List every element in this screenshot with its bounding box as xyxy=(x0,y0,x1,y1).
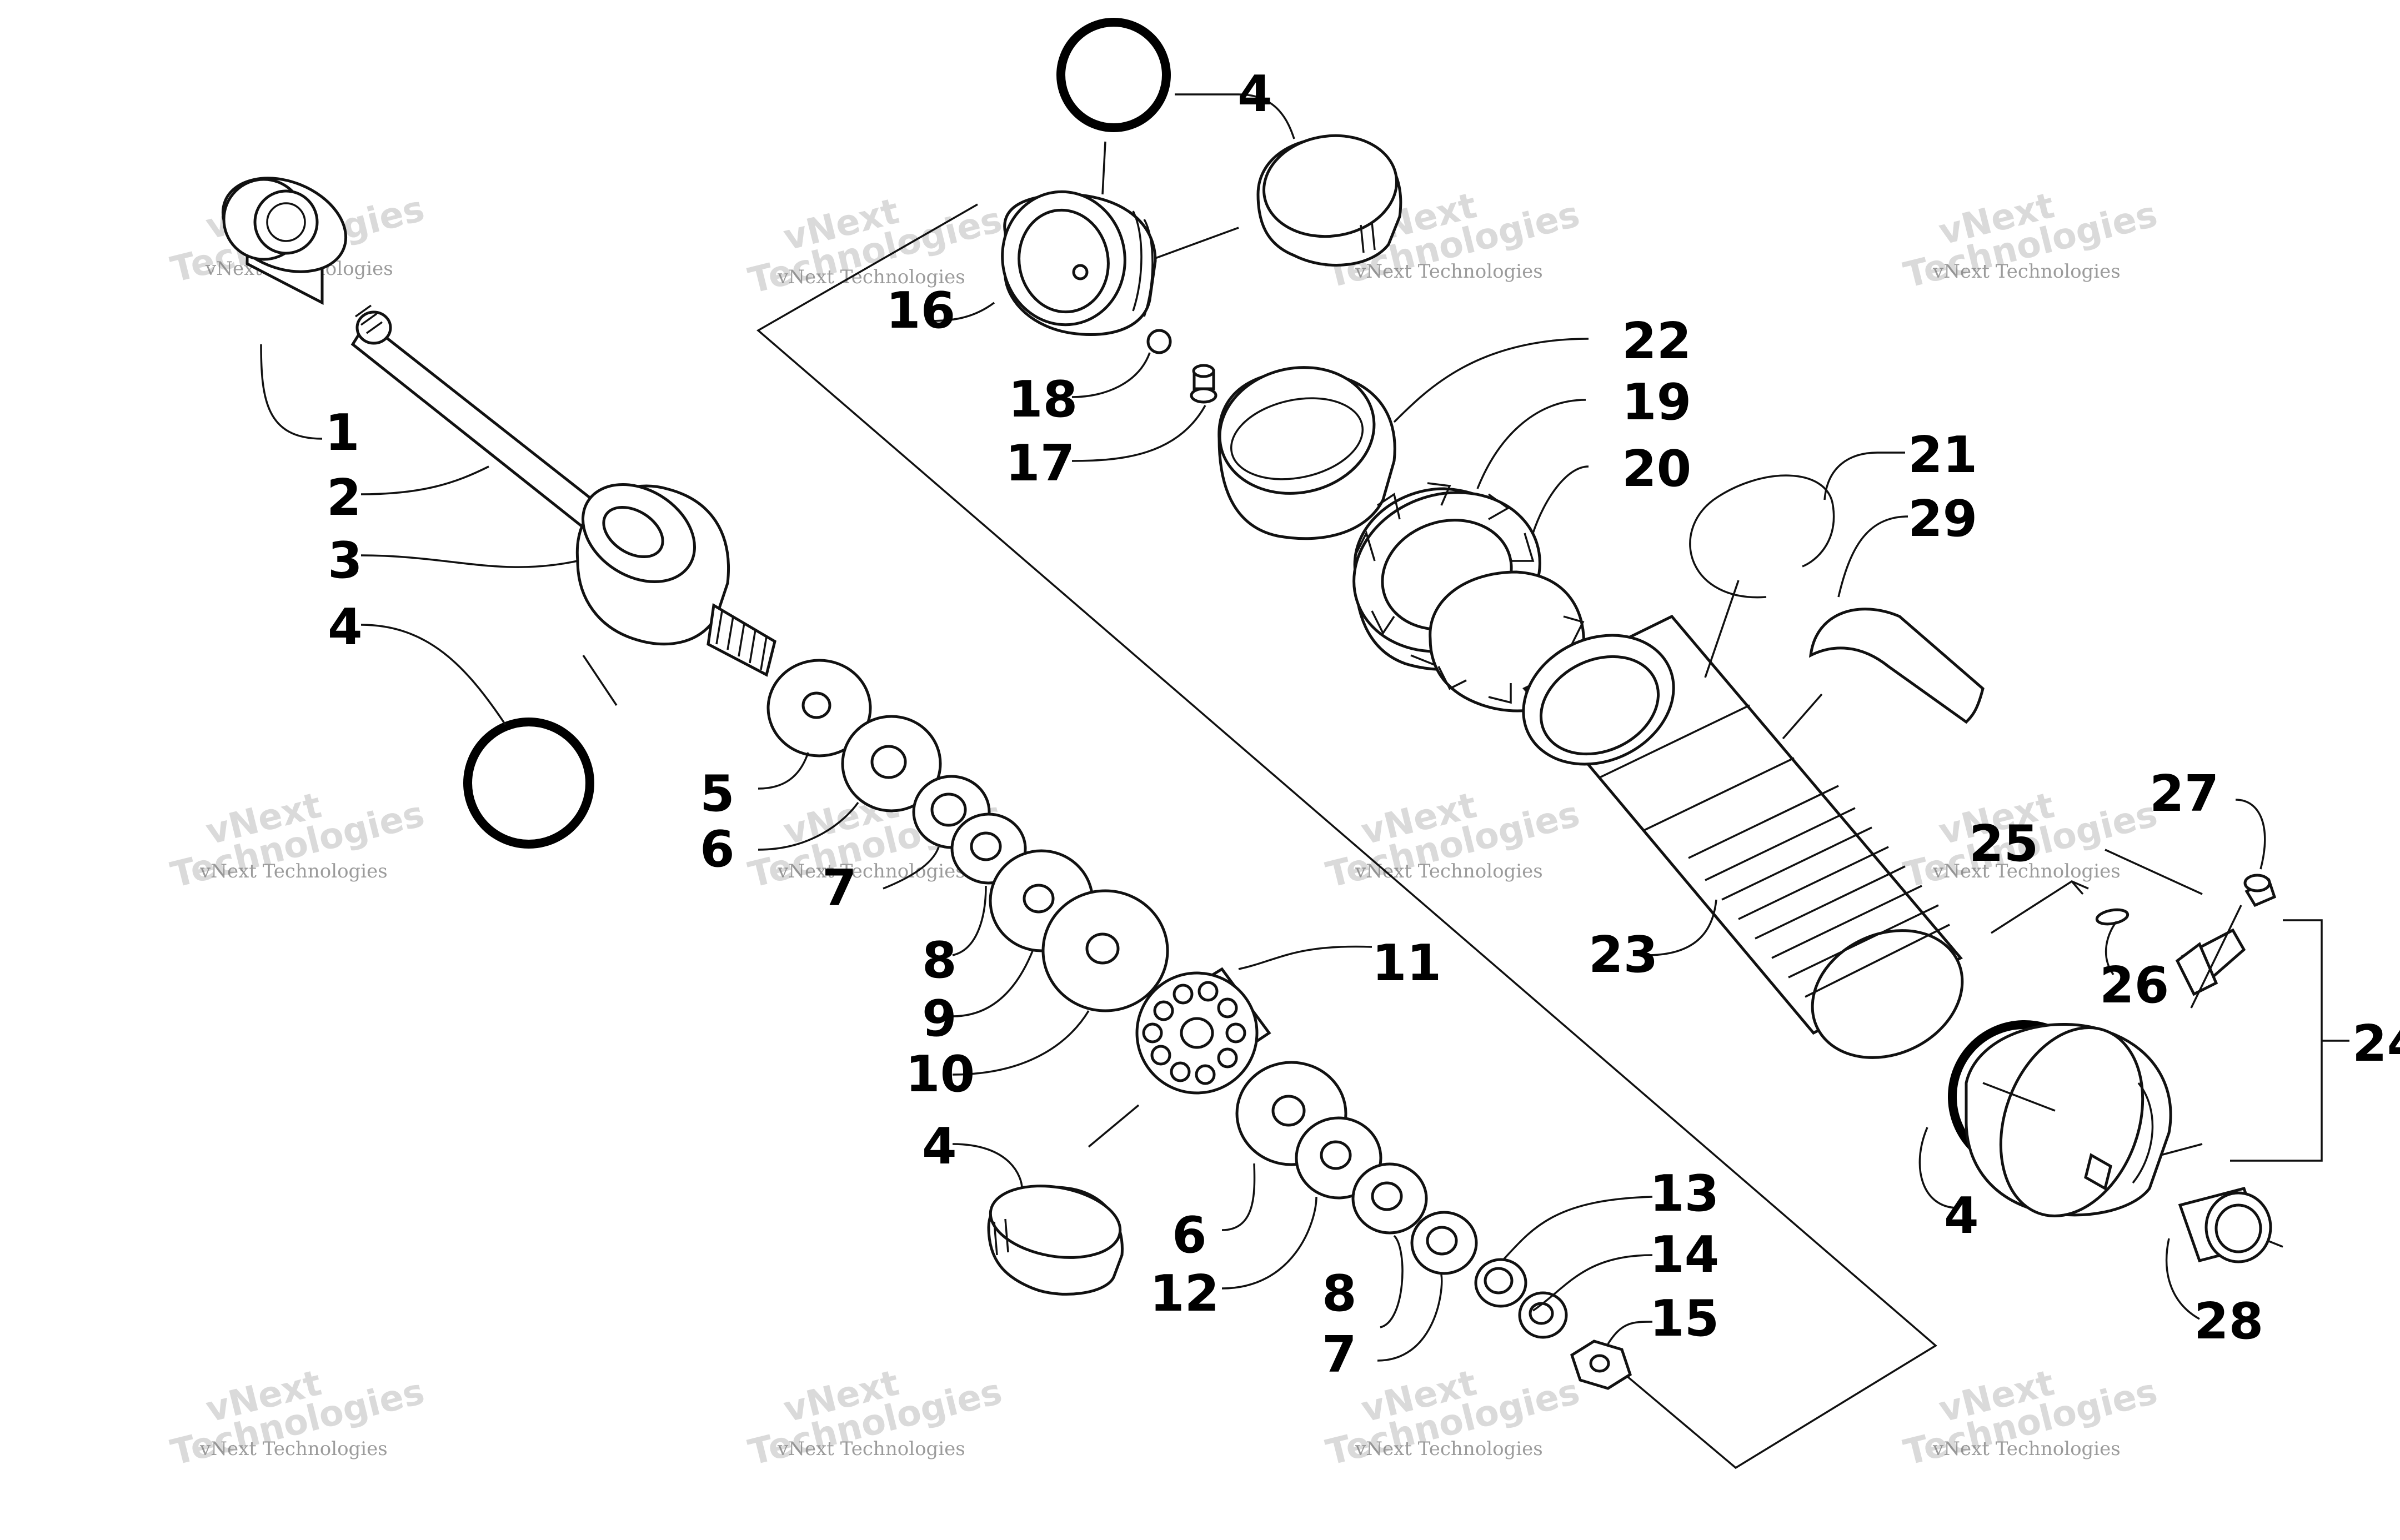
watermark: vNext Technologies vNext Technologies xyxy=(167,1362,428,1473)
svg-text:vNext Technologies: vNext Technologies xyxy=(777,860,965,882)
svg-text:vNext Technologies: vNext Technologies xyxy=(777,266,965,288)
callout-25: 25 xyxy=(1969,815,2038,873)
callout-21: 21 xyxy=(1908,426,1977,484)
callout-23: 23 xyxy=(1589,926,1658,984)
callout-8-lower: 8 xyxy=(1322,1265,1357,1323)
callout-29: 29 xyxy=(1908,490,1977,548)
callout-4: 4 xyxy=(328,598,363,656)
callout-9: 9 xyxy=(922,990,957,1048)
part-11-piston xyxy=(1135,967,1271,1095)
callout-4-top: 4 xyxy=(1237,65,1272,123)
part-25-valve-stem xyxy=(2175,928,2246,996)
svg-text:vNext Technologies: vNext Technologies xyxy=(1355,860,1543,882)
part-14-lock-washer xyxy=(1518,1291,1568,1339)
callout-labels: 1 2 3 4 4 16 18 17 22 19 20 21 29 5 6 7 … xyxy=(325,65,2400,1384)
svg-text:vNext Technologies: vNext Technologies xyxy=(1932,260,2121,283)
callout-6-lower: 6 xyxy=(1172,1206,1207,1265)
part-2-piston-rod xyxy=(350,304,655,571)
callout-2: 2 xyxy=(327,469,362,527)
part-29-spring-guard xyxy=(1808,608,1985,724)
callout-22: 22 xyxy=(1622,312,1691,370)
callout-4-right: 4 xyxy=(1944,1187,1979,1245)
svg-text:vNext Technologies: vNext Technologies xyxy=(1355,1438,1543,1460)
part-4-wear-band-top xyxy=(1256,134,1402,267)
callout-28: 28 xyxy=(2194,1292,2263,1351)
part-6-washer-upper xyxy=(841,715,942,812)
part-4-wear-band-lower xyxy=(987,1185,1124,1296)
leader-lines xyxy=(260,93,2283,1362)
part-22-reservoir-sleeve xyxy=(1217,366,1396,540)
callout-7: 7 xyxy=(822,859,857,917)
svg-text:vNext Technologies: vNext Technologies xyxy=(1355,260,1543,283)
part-26-o-ring-valve xyxy=(2095,908,2130,926)
part-24-shock-eye xyxy=(1965,1022,2172,1217)
watermark: vNext Technologies vNext Technologies xyxy=(1900,185,2161,296)
callout-8: 8 xyxy=(922,931,957,990)
callout-1: 1 xyxy=(325,404,360,462)
part-8-washer-lower xyxy=(1351,1162,1428,1235)
part-4-o-ring-left xyxy=(463,718,594,849)
part-4-o-ring-top xyxy=(1056,18,1171,132)
part-7-washer-lower xyxy=(1410,1211,1478,1275)
callout-11: 11 xyxy=(1372,934,1441,992)
part-10-washer xyxy=(1041,889,1169,1012)
part-24-bracket xyxy=(2230,919,2323,1162)
svg-text:vNext Technologies: vNext Technologies xyxy=(1932,1438,2121,1460)
part-17-valve xyxy=(1190,364,1217,404)
watermark: vNext Technologies vNext Technologies xyxy=(744,190,1006,302)
svg-text:vNext Technologies: vNext Technologies xyxy=(1932,860,2121,882)
callout-5: 5 xyxy=(700,765,735,823)
part-23-shock-body xyxy=(1522,614,1964,1059)
watermark: vNext Technologies vNext Technologies xyxy=(744,1362,1006,1473)
part-15-nut xyxy=(1570,1340,1632,1390)
callout-19: 19 xyxy=(1622,373,1691,432)
svg-text:vNext Technologies: vNext Technologies xyxy=(777,1438,965,1460)
watermark: vNext Technologies vNext Technologies xyxy=(1900,1362,2161,1473)
callout-15: 15 xyxy=(1650,1290,1719,1348)
callout-7-lower: 7 xyxy=(1322,1326,1357,1384)
callout-6: 6 xyxy=(700,820,735,879)
part-28-bushing xyxy=(2178,1186,2272,1263)
callout-17: 17 xyxy=(1005,434,1075,493)
callout-24: 24 xyxy=(2352,1015,2400,1073)
part-16-reservoir-cap xyxy=(1001,190,1157,336)
callout-10: 10 xyxy=(905,1045,975,1103)
callout-18: 18 xyxy=(1008,370,1078,429)
svg-text:vNext Technologies: vNext Technologies xyxy=(199,860,388,882)
part-5-washer xyxy=(766,659,872,758)
part-1-eye-bushing xyxy=(221,177,348,305)
callout-14: 14 xyxy=(1650,1226,1719,1284)
callout-26: 26 xyxy=(2100,956,2169,1015)
callout-3: 3 xyxy=(328,531,363,590)
callout-20: 20 xyxy=(1622,440,1691,498)
part-3-shaft-cap xyxy=(575,483,776,677)
callout-4-lower: 4 xyxy=(922,1117,957,1176)
part-25-bracket xyxy=(1991,849,2203,934)
callout-27: 27 xyxy=(2150,765,2219,823)
assembly-bracket xyxy=(756,203,1937,1469)
callout-16: 16 xyxy=(886,282,955,340)
part-27-valve-cap xyxy=(2243,874,2277,907)
callout-13: 13 xyxy=(1650,1165,1719,1223)
part-18-o-ring-small xyxy=(1146,329,1172,354)
callout-12: 12 xyxy=(1150,1265,1219,1323)
part-21-spring-retainer-ring xyxy=(1689,474,1835,599)
svg-text:vNext Technologies: vNext Technologies xyxy=(199,1438,388,1460)
part-13-washer xyxy=(1474,1258,1527,1308)
watermark: vNext Technologies vNext Technologies xyxy=(167,785,428,896)
